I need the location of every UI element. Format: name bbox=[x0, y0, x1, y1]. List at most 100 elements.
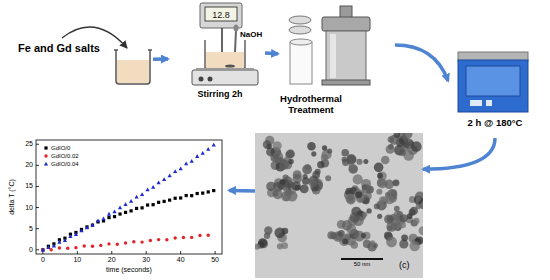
circle-marker bbox=[99, 244, 102, 247]
circle-marker bbox=[91, 245, 94, 248]
particle bbox=[295, 185, 301, 191]
particle bbox=[325, 175, 331, 181]
scale-label: 50 nm bbox=[354, 261, 371, 268]
tick-mark bbox=[111, 251, 112, 254]
tick-mark bbox=[36, 186, 39, 187]
circle-marker bbox=[66, 246, 69, 249]
path-shape bbox=[116, 50, 150, 84]
legend-text: GdIO/0.02 bbox=[51, 153, 79, 160]
circle-marker bbox=[83, 244, 86, 247]
step-label: Stirring 2h bbox=[197, 89, 242, 99]
rect-shape bbox=[458, 60, 528, 112]
triangle-marker bbox=[179, 166, 183, 170]
square-marker bbox=[113, 215, 116, 218]
circle-shape bbox=[208, 77, 213, 82]
triangle-marker bbox=[201, 151, 205, 155]
particle bbox=[381, 156, 390, 165]
triangle-marker bbox=[46, 245, 50, 249]
tem-image bbox=[255, 133, 423, 278]
tick-mark bbox=[36, 165, 39, 166]
tick-mark bbox=[36, 249, 39, 250]
particle bbox=[386, 145, 395, 154]
tick-label: 0 bbox=[29, 246, 33, 254]
tick-mark bbox=[36, 144, 39, 145]
particle bbox=[400, 222, 406, 228]
triangle-marker bbox=[85, 225, 89, 229]
square-marker bbox=[135, 207, 138, 210]
rect-shape bbox=[322, 80, 370, 85]
triangle-marker bbox=[157, 180, 161, 184]
particle bbox=[401, 234, 408, 241]
ellipse-shape bbox=[289, 16, 311, 24]
step-label: Fe and Gd salts bbox=[18, 42, 100, 55]
process-arrow bbox=[423, 138, 495, 169]
particle bbox=[285, 189, 292, 196]
heating-chart: delta T (°C)time (seconds) bbox=[3, 132, 229, 278]
tick-mark bbox=[180, 251, 181, 254]
triangle-marker bbox=[101, 216, 105, 220]
particle bbox=[377, 214, 382, 219]
ellipse-shape bbox=[289, 26, 311, 34]
particle bbox=[289, 159, 294, 164]
triangle-marker bbox=[112, 210, 116, 214]
legend-text: GdIO/0.04 bbox=[51, 161, 79, 168]
tick-label: 50 bbox=[211, 256, 219, 264]
triangle-marker bbox=[190, 159, 194, 163]
square-marker bbox=[168, 199, 171, 202]
ellipse-shape bbox=[290, 39, 312, 45]
furnace-icon bbox=[458, 52, 528, 112]
particle bbox=[279, 160, 289, 170]
particle bbox=[286, 150, 295, 159]
triangle-marker bbox=[52, 244, 56, 248]
triangle-marker bbox=[162, 177, 166, 181]
particle bbox=[315, 169, 321, 175]
triangle-marker bbox=[96, 219, 100, 223]
triangle-marker bbox=[206, 147, 210, 151]
particle bbox=[302, 165, 312, 175]
triangle-marker bbox=[168, 174, 172, 178]
square-marker bbox=[124, 211, 127, 214]
tick-mark bbox=[36, 207, 39, 208]
circle-marker bbox=[44, 154, 47, 157]
particle bbox=[386, 236, 397, 247]
rect-shape bbox=[117, 60, 149, 83]
particle bbox=[351, 241, 358, 248]
rect-shape bbox=[486, 100, 492, 106]
triangle-marker bbox=[57, 240, 61, 244]
circle-marker bbox=[58, 246, 61, 249]
path-shape bbox=[205, 40, 245, 70]
tem-panel: (c)50 nm bbox=[255, 133, 423, 278]
triangle-marker bbox=[212, 143, 216, 147]
tick-label: 20 bbox=[108, 256, 116, 264]
particle bbox=[362, 212, 367, 217]
triangle-marker bbox=[140, 192, 144, 196]
rect-shape bbox=[330, 34, 336, 78]
circle-marker bbox=[207, 234, 210, 237]
particle bbox=[311, 151, 316, 156]
particle bbox=[317, 161, 324, 168]
rect-shape bbox=[470, 100, 482, 106]
particle bbox=[419, 226, 423, 235]
particle bbox=[327, 149, 332, 154]
particle bbox=[399, 149, 406, 156]
particle bbox=[285, 152, 292, 159]
particle bbox=[356, 159, 362, 165]
square-marker bbox=[190, 194, 193, 197]
particle bbox=[342, 159, 349, 166]
step-hydrothermal: Hydrothermal Treatment bbox=[278, 12, 395, 122]
circle-marker bbox=[140, 240, 143, 243]
particle bbox=[280, 180, 288, 188]
particle bbox=[409, 241, 420, 252]
tick-label: 40 bbox=[177, 256, 185, 264]
rect-shape bbox=[326, 31, 366, 81]
particle bbox=[266, 144, 271, 149]
square-marker bbox=[207, 190, 210, 193]
particle bbox=[305, 164, 311, 170]
circle-marker bbox=[149, 239, 152, 242]
particle bbox=[282, 228, 289, 235]
triangle-marker bbox=[184, 162, 188, 166]
circle-marker bbox=[74, 246, 77, 249]
particle bbox=[255, 244, 260, 250]
autoclave-icon bbox=[289, 6, 370, 85]
triangle-marker bbox=[107, 212, 111, 216]
